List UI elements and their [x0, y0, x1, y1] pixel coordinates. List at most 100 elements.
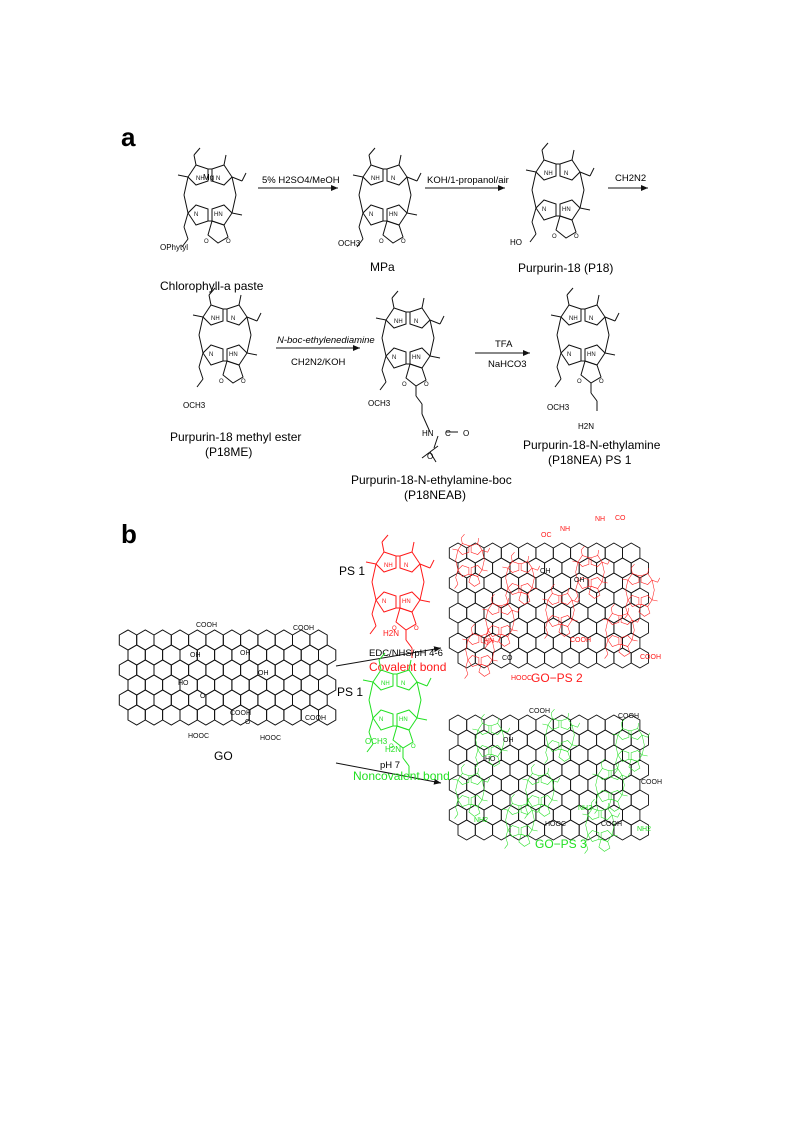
chl-name: Chlorophyll-a paste — [160, 279, 264, 293]
atom-label: O — [599, 379, 604, 385]
go-functional-group: O — [245, 719, 251, 726]
atom-label: N — [379, 717, 383, 723]
atom-label: HN — [389, 212, 398, 218]
bound-ps-unit — [542, 583, 581, 639]
arrow-covalent — [335, 646, 442, 667]
boc-hn: HN — [422, 429, 434, 438]
atom-label: N — [542, 207, 546, 213]
covalent-bond-label: Covalent bond — [369, 660, 446, 674]
atom-label: NH — [394, 319, 403, 325]
product2-functional-group: OC — [541, 532, 552, 539]
atom-label: N — [589, 316, 593, 322]
product3-functional-group: COOH — [641, 779, 662, 786]
go-functional-group: OH — [190, 652, 201, 659]
reagent-5-top: TFA — [495, 339, 513, 350]
product3-functional-group: NH2 — [578, 805, 592, 812]
product3-functional-group: COOH — [601, 821, 622, 828]
ps-top-label: PS 1 — [339, 564, 365, 578]
go-functional-group: COOH — [293, 625, 314, 632]
product-3-label: GO−PS 3 — [535, 837, 587, 851]
atom-label: HN — [587, 352, 596, 358]
atom-label: N — [564, 171, 568, 177]
go-functional-group: HOOC — [188, 733, 209, 740]
ps-green-amine: H2N — [385, 745, 401, 754]
reagent-4-bottom: CH2N2/KOH — [291, 357, 346, 368]
atom-label: O — [574, 234, 579, 240]
adsorbed-ps-unit — [592, 758, 631, 814]
atom-label: N — [391, 176, 395, 182]
adsorbed-ps-unit — [522, 763, 561, 819]
go-functional-group: COOH — [305, 715, 326, 722]
atom-label: O — [552, 234, 557, 240]
p18neab-och3: OCH3 — [368, 399, 391, 408]
mpa-och3: OCH3 — [338, 239, 361, 248]
p18nea-h2n: H2N — [578, 422, 594, 431]
atom-label: O — [577, 379, 582, 385]
atom-label: O — [414, 626, 419, 632]
bound-ps-unit — [452, 533, 491, 589]
atom-label: O — [219, 379, 224, 385]
adsorbed-ps-unit — [472, 713, 511, 769]
ps-bottom-label: PS 1 — [337, 685, 363, 699]
p18me-och3: OCH3 — [183, 401, 206, 410]
boc-c: C — [445, 429, 451, 438]
product2-functional-group: CO — [615, 515, 626, 522]
p18me-name-1: Purpurin-18 methyl ester — [170, 430, 301, 444]
go-functional-group: HO — [178, 680, 189, 687]
reagent-5-bottom: NaHCO3 — [488, 359, 527, 370]
boc-o2: O — [427, 452, 433, 461]
atom-label: HN — [214, 212, 223, 218]
product2-functional-group: HOOC — [511, 675, 532, 682]
chl-mg-label: Mg — [203, 173, 214, 182]
product3-functional-group: OH — [503, 737, 514, 744]
bound-ps-unit — [462, 623, 501, 679]
atom-label: O — [402, 382, 407, 388]
bound-ps-unit — [502, 551, 541, 607]
go-functional-group: COOH — [230, 710, 251, 717]
atom-label: N — [414, 319, 418, 325]
reagent-2: KOH/1-propanol/air — [427, 175, 509, 186]
atom-label: NH — [544, 171, 553, 177]
adsorbed-ps-unit — [582, 798, 621, 854]
go-functional-group: OH — [258, 670, 269, 677]
atom-label: O — [204, 239, 209, 245]
p18nea-name-1: Purpurin-18-N-ethylamine — [523, 438, 661, 452]
adsorbed-ps-unit — [452, 763, 491, 819]
boc-o1: O — [463, 429, 469, 438]
p18nea-name-2: (P18NEA) PS 1 — [548, 453, 632, 467]
atom-label: N — [194, 212, 198, 218]
atom-label: HN — [412, 355, 421, 361]
product2-functional-group: NH — [595, 516, 605, 523]
product2-functional-group: OH — [540, 568, 551, 575]
mpa-name: MPa — [370, 260, 395, 274]
atom-label: NH — [211, 316, 220, 322]
atom-label: O — [389, 744, 394, 750]
product3-functional-group: COOH — [618, 713, 639, 720]
go-functional-group: HOOC — [260, 735, 281, 742]
adsorbed-ps-unit — [612, 718, 651, 774]
reagent-4-top: N-boc-ethylenediamine — [277, 335, 375, 346]
go-label: GO — [214, 749, 233, 763]
atom-label: NH — [196, 176, 205, 182]
product2-functional-group: OH — [574, 577, 585, 584]
product2-functional-group: COOH — [640, 654, 661, 661]
atom-label: O — [401, 239, 406, 245]
atom-label: NH — [569, 316, 578, 322]
atom-label: HN — [562, 207, 571, 213]
atom-label: HN — [402, 599, 411, 605]
atom-label: N — [392, 355, 396, 361]
bound-ps-unit — [602, 603, 641, 659]
adsorbed-ps-unit — [542, 708, 581, 764]
p18-name: Purpurin-18 (P18) — [518, 261, 613, 275]
covalent-conditions: EDC/NHS/pH 4-6 — [369, 648, 443, 659]
noncovalent-bond-label: Noncovalent bond — [353, 769, 450, 783]
product3-functional-group: COOH — [529, 708, 550, 715]
atom-label: NH — [381, 681, 390, 687]
